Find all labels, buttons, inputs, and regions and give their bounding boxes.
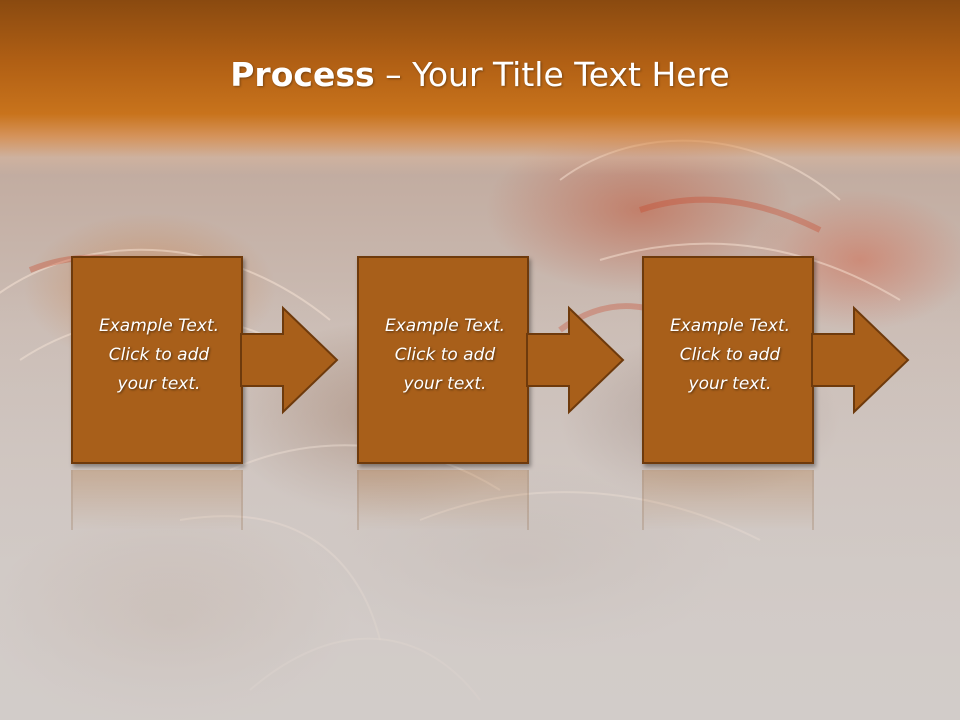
- arrow-right-icon: [240, 305, 339, 415]
- step-1-reflection: [71, 470, 341, 540]
- step-2-reflection: [357, 470, 627, 540]
- title-bar: [0, 0, 960, 175]
- process-step-3: Example Text. Click to add your text.: [642, 256, 912, 468]
- process-step-1: Example Text. Click to add your text.: [71, 256, 341, 468]
- process-step-2: Example Text. Click to add your text.: [357, 256, 627, 468]
- step-3-reflection: [642, 470, 912, 540]
- arrow-right-icon: [526, 305, 625, 415]
- step-1-box[interactable]: Example Text. Click to add your text.: [71, 256, 243, 464]
- arrow-right-icon: [811, 305, 910, 415]
- step-3-text[interactable]: Example Text. Click to add your text.: [669, 316, 791, 394]
- step-2-box[interactable]: Example Text. Click to add your text.: [357, 256, 529, 464]
- step-1-text[interactable]: Example Text. Click to add your text.: [98, 316, 220, 394]
- step-3-box[interactable]: Example Text. Click to add your text.: [642, 256, 814, 464]
- slide-title[interactable]: Process – Your Title Text Here: [0, 52, 960, 98]
- title-rest: – Your Title Text Here: [374, 55, 730, 94]
- step-2-text[interactable]: Example Text. Click to add your text.: [384, 316, 506, 394]
- title-bold: Process: [230, 55, 375, 94]
